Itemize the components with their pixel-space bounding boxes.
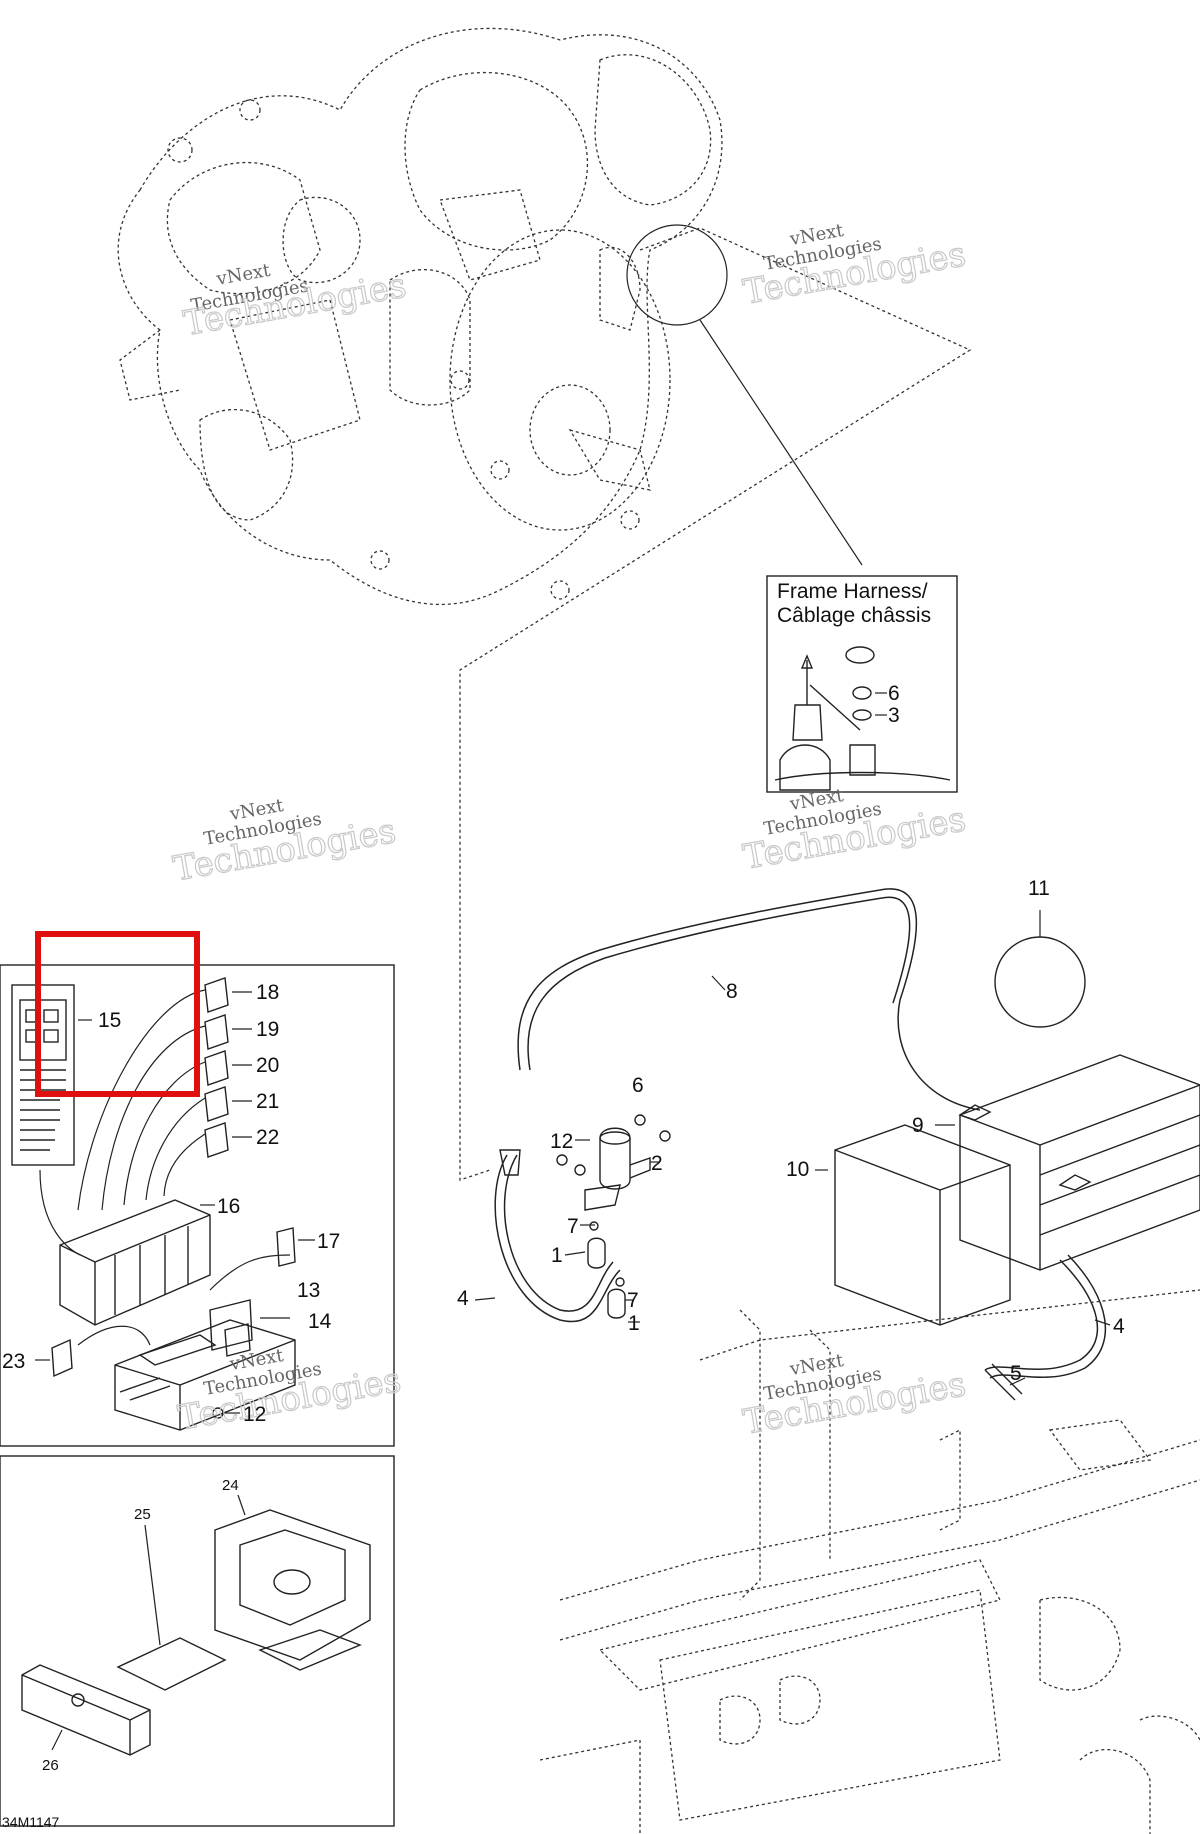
highlight-box: [35, 931, 200, 1097]
callout-4b: 4: [1113, 1315, 1125, 1338]
callout-12b: 12: [243, 1403, 266, 1426]
callout-5: 5: [1010, 1362, 1022, 1385]
callout-24: 24: [222, 1477, 239, 1494]
fuse-stack: [204, 977, 252, 1158]
watermark-3: vNext Technologies Technologies: [170, 795, 400, 890]
figure-code: 34M1147: [2, 1814, 60, 1830]
vehicle-frame-drawing: [539, 1289, 1200, 1834]
callout-20: 20: [256, 1054, 279, 1077]
callout-23: 23: [2, 1350, 25, 1373]
callout-7b: 7: [627, 1289, 639, 1312]
inset-callout-6: 6: [888, 682, 900, 705]
callout-26: 26: [42, 1757, 59, 1774]
watermark-4: vNext Technologies Technologies: [740, 785, 970, 879]
watermarks: vNext Technologies Technologies vNext Te…: [170, 220, 970, 1444]
callout-2: 2: [651, 1152, 663, 1175]
watermark-1: vNext Technologies Technologies: [180, 260, 410, 345]
callout-16: 16: [217, 1195, 240, 1218]
callout-19: 19: [256, 1018, 279, 1041]
callout-9: 9: [912, 1114, 924, 1137]
callout-6: 6: [632, 1074, 644, 1097]
callout-11: 11: [1028, 877, 1050, 900]
callout-22: 22: [256, 1126, 279, 1149]
callout-15: 15: [98, 1009, 121, 1032]
callout-1a: 1: [551, 1244, 563, 1267]
callout-1b: 1: [628, 1312, 640, 1335]
callout-17: 17: [317, 1230, 340, 1253]
callout-25: 25: [134, 1506, 151, 1523]
engine-drawing: [117, 27, 723, 606]
engine-detail-leaders: [459, 224, 972, 1181]
frame-harness-inset: Frame Harness/ Câblage châssis 6 3: [766, 575, 958, 793]
callout-12a: 12: [550, 1130, 573, 1153]
callout-4a: 4: [457, 1287, 469, 1310]
callout-18: 18: [256, 981, 279, 1004]
callout-13: 13: [297, 1279, 320, 1302]
watermark-6: vNext Technologies Technologies: [740, 1350, 970, 1444]
relay-holder-panel: [0, 1455, 395, 1827]
callout-10: 10: [786, 1158, 809, 1181]
callout-14: 14: [308, 1310, 332, 1333]
callout-labels: 11 8 6 9 12 2 10 7 1 4 7 1 4 5 18 15 19 …: [2, 877, 1125, 1774]
callout-21: 21: [256, 1090, 279, 1113]
callout-7a: 7: [567, 1215, 579, 1238]
inset-title-line1: Frame Harness/: [777, 580, 928, 603]
inset-title-line2: Câblage châssis: [777, 604, 931, 627]
callout-8: 8: [726, 980, 738, 1003]
battery-assembly: [474, 888, 1200, 1401]
inset-callout-3: 3: [888, 704, 900, 727]
